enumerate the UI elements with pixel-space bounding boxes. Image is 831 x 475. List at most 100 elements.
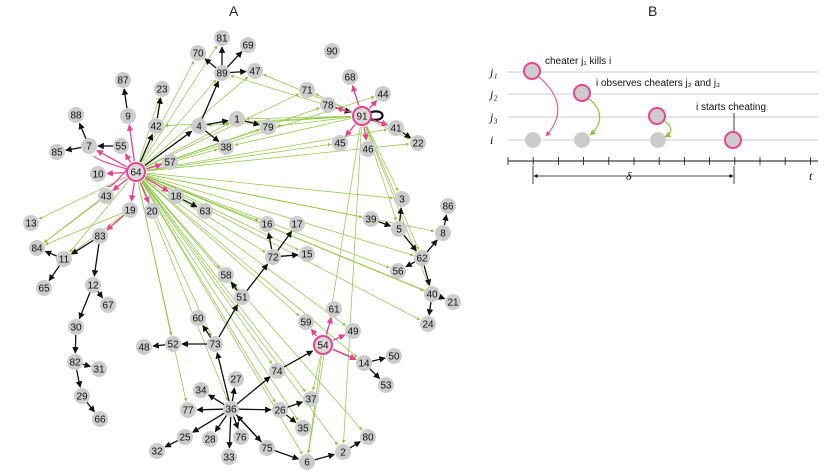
node-90: 90 bbox=[324, 43, 340, 59]
node-circle-39 bbox=[363, 211, 379, 227]
black-edge-12-30 bbox=[78, 292, 91, 320]
node-circle-3 bbox=[394, 191, 410, 207]
node-label-6: 6 bbox=[304, 458, 310, 469]
node-45: 45 bbox=[332, 135, 348, 151]
node-67: 67 bbox=[100, 297, 116, 313]
green-edge-64-89 bbox=[142, 79, 217, 164]
node-label-55: 55 bbox=[115, 142, 127, 153]
node-circle-35 bbox=[295, 420, 311, 436]
node-label-17: 17 bbox=[291, 220, 303, 231]
node-56: 56 bbox=[390, 263, 406, 279]
black-edge-36-33 bbox=[226, 416, 233, 449]
node-label-5: 5 bbox=[396, 225, 402, 236]
node-circle-27 bbox=[228, 371, 244, 387]
node-circle-57 bbox=[162, 154, 178, 170]
node-label-29: 29 bbox=[76, 392, 88, 403]
black-edge-30-82 bbox=[72, 334, 79, 354]
black-edge-36-28 bbox=[214, 415, 227, 433]
node-circle-72 bbox=[265, 249, 281, 265]
pink-edge-64-18 bbox=[145, 177, 169, 192]
node-label-90: 90 bbox=[326, 47, 338, 58]
node-13: 13 bbox=[23, 215, 39, 231]
node-circle-33 bbox=[221, 449, 237, 465]
node-46: 46 bbox=[360, 141, 376, 157]
node-label-7: 7 bbox=[86, 142, 92, 153]
pink-edge-91-68 bbox=[351, 84, 360, 106]
node-label-28: 28 bbox=[204, 435, 216, 446]
node-91: 91 bbox=[352, 106, 372, 126]
node-label-89: 89 bbox=[216, 69, 228, 80]
black-edge-62-56 bbox=[405, 261, 416, 268]
black-edge-2-80 bbox=[349, 441, 361, 449]
node-circle-47 bbox=[247, 63, 263, 79]
node-label-2: 2 bbox=[340, 448, 346, 459]
node-circle-58 bbox=[218, 267, 234, 283]
kill-curve bbox=[538, 76, 559, 137]
node-circle-43 bbox=[98, 188, 114, 204]
pink-edge-54-49 bbox=[332, 334, 346, 341]
node-label-43: 43 bbox=[100, 192, 112, 203]
node-circle-88 bbox=[68, 107, 84, 123]
node-label-50: 50 bbox=[388, 352, 400, 363]
node-72: 72 bbox=[265, 249, 281, 265]
black-edge-89-47 bbox=[229, 68, 247, 76]
node-circle-54 bbox=[313, 335, 333, 355]
node-61: 61 bbox=[326, 301, 342, 317]
black-edge-36-34 bbox=[208, 394, 225, 406]
node-circle-73 bbox=[207, 336, 223, 352]
node-circle-38 bbox=[218, 139, 234, 155]
node-circle-85 bbox=[49, 144, 65, 160]
node-circle-70 bbox=[190, 45, 206, 61]
black-edge-8-86 bbox=[442, 214, 449, 226]
black-edge-5-3 bbox=[397, 207, 404, 222]
node-60: 60 bbox=[190, 310, 206, 326]
black-edge-29-66 bbox=[86, 401, 96, 413]
node-16: 16 bbox=[259, 216, 275, 232]
green-edge-64-36 bbox=[139, 182, 229, 401]
green-edge-54-37 bbox=[311, 355, 321, 391]
node-12: 12 bbox=[85, 277, 101, 293]
lane-label-3: i bbox=[490, 133, 493, 147]
node-label-52: 52 bbox=[167, 340, 179, 351]
node-label-86: 86 bbox=[442, 202, 454, 213]
green-edge-64-74 bbox=[142, 180, 273, 364]
node-circle-56 bbox=[390, 263, 406, 279]
node-70: 70 bbox=[190, 45, 206, 61]
node-47: 47 bbox=[247, 63, 263, 79]
black-edge-41-22 bbox=[402, 131, 412, 139]
node-label-84: 84 bbox=[31, 244, 43, 255]
node-1: 1 bbox=[229, 111, 245, 127]
node-66: 66 bbox=[92, 411, 108, 427]
node-circle-21 bbox=[445, 294, 461, 310]
pink-edge-91-44 bbox=[369, 100, 378, 109]
black-edge-26-37 bbox=[287, 400, 304, 408]
node-52: 52 bbox=[165, 336, 181, 352]
node-24: 24 bbox=[420, 316, 436, 332]
node-circle-55 bbox=[113, 138, 129, 154]
observe-curve-j2 bbox=[588, 98, 601, 136]
node-circle-51 bbox=[234, 289, 250, 305]
node-65: 65 bbox=[36, 280, 52, 296]
node-circle-12 bbox=[85, 277, 101, 293]
node-36: 36 bbox=[223, 401, 239, 417]
green-edge-64-26 bbox=[141, 181, 276, 403]
black-edge-62-40 bbox=[423, 265, 432, 286]
node-label-22: 22 bbox=[412, 139, 424, 150]
black-edge-4-38 bbox=[204, 130, 220, 143]
node-64: 64 bbox=[126, 162, 146, 182]
node-label-81: 81 bbox=[216, 34, 228, 45]
node-circle-37 bbox=[303, 391, 319, 407]
node-circle-68 bbox=[342, 69, 358, 85]
black-edge-36-77 bbox=[196, 406, 224, 413]
node-circle-23 bbox=[154, 81, 170, 97]
node-circle-84 bbox=[29, 240, 45, 256]
node-label-54: 54 bbox=[317, 341, 329, 352]
black-edge-83-12 bbox=[91, 243, 100, 277]
node-label-74: 74 bbox=[271, 367, 283, 378]
node-15: 15 bbox=[299, 246, 315, 262]
node-circle-15 bbox=[299, 246, 315, 262]
node-62: 62 bbox=[414, 250, 430, 266]
black-edge-72-15 bbox=[280, 252, 299, 259]
black-edge-74-54 bbox=[283, 350, 314, 368]
